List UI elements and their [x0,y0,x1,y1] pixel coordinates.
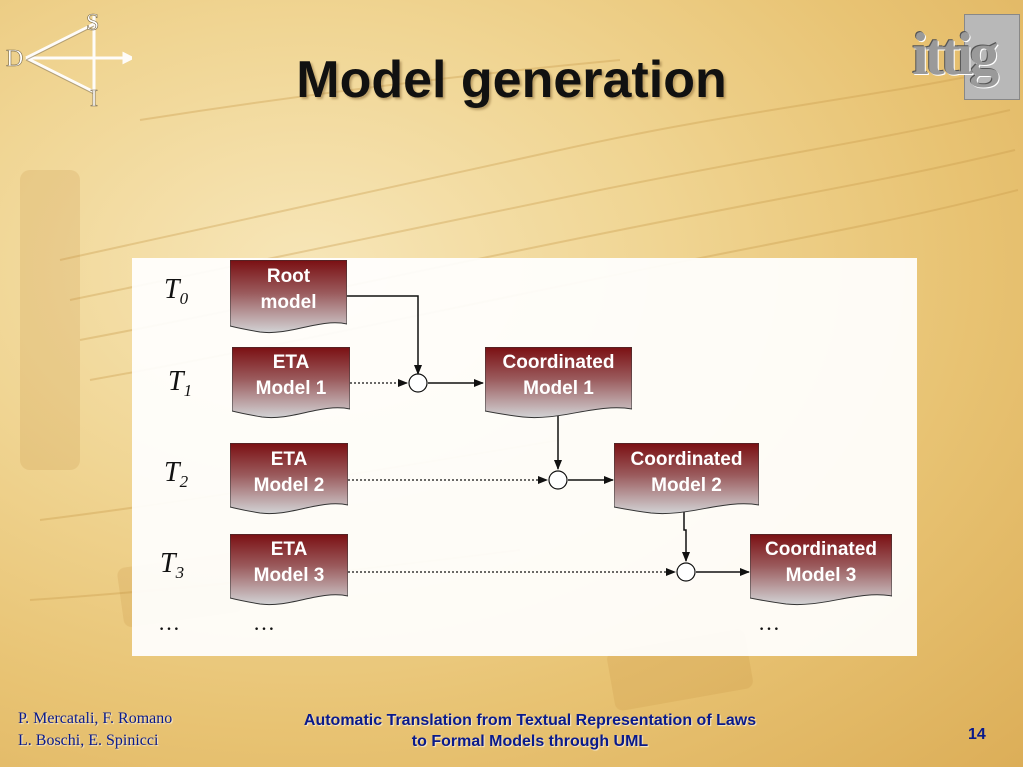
time-label-t2-letter: T [164,457,180,488]
doc-coordinated-model-2: Coordinated Model 2 [614,443,759,515]
doc-shape [614,443,759,515]
ellipsis-eta: … [253,610,275,635]
footer-authors-line2: L. Boschi, E. Spinicci [18,732,159,749]
time-label-t0-sub: 0 [179,289,189,308]
doc-root-line2: model [260,292,317,313]
logo-letter-d: D [6,46,23,72]
doc-eta-model-1: ETA Model 1 [232,347,350,419]
ittig-logo: ittig [912,14,1020,100]
time-label-t2-sub: 2 [179,472,189,491]
doc-eta2-line2: Model 2 [253,475,325,496]
edge-root-to-merge1 [347,295,422,375]
doc-coord3-line2: Model 3 [785,565,857,586]
time-label-t3: T3 [160,548,184,583]
doc-eta3-line2: Model 3 [253,565,325,586]
doc-shape [230,260,347,334]
doc-shape [230,443,348,515]
doc-eta1-line2: Model 1 [255,378,327,399]
doc-shape [232,347,350,419]
footer-subtitle-line2: to Formal Models through UML [411,733,649,750]
doc-coordinated-model-1: Coordinated Model 1 [485,347,632,419]
logo-letter-i: I [90,86,98,110]
doc-coord1-line2: Model 1 [523,378,594,399]
ittig-logo-tile [964,14,1020,100]
ellipsis-coordinated: … [758,610,780,635]
time-label-t1-sub: 1 [183,381,193,400]
merge-node-1 [408,373,428,393]
footer-subtitle-line1: Automatic Translation from Textual Repre… [303,712,757,729]
time-label-t0-letter: T [164,274,180,305]
page-number: 14 [968,726,986,743]
doc-coord2-line2: Model 2 [651,475,722,496]
slide-title: Model generation [296,51,727,109]
merge-node-3 [676,562,696,582]
time-label-t3-sub: 3 [175,563,185,582]
logo-letter-s: S [86,10,99,36]
doc-shape [750,534,892,606]
doc-shape [230,534,348,606]
doc-eta-model-2: ETA Model 2 [230,443,348,515]
edge-coord2-to-merge3 [682,512,690,562]
time-label-t3-letter: T [160,548,176,579]
doc-coord2-line1: Coordinated [630,449,743,470]
doc-coord1-line1: Coordinated [502,352,615,373]
merge-node-2 [548,470,568,490]
footer-authors: P. Mercatali, F. Romano L. Boschi, E. Sp… [18,708,172,752]
footer-authors-line1: P. Mercatali, F. Romano [18,710,173,727]
doc-coordinated-model-3: Coordinated Model 3 [750,534,892,606]
sdi-logo: S D I [4,6,136,112]
doc-shape [485,347,632,419]
doc-coord3-line1: Coordinated [765,539,877,560]
ittig-logo-text: ittig [912,21,999,87]
time-label-t1-letter: T [168,366,184,397]
time-label-t1: T1 [168,366,192,401]
doc-eta2-line1: ETA [270,449,308,470]
time-label-t0: T0 [164,274,188,309]
doc-root-line1: Root [266,266,311,287]
doc-eta1-line1: ETA [272,352,310,373]
ellipsis-time: … [158,610,180,635]
doc-root-model: Root model [230,260,347,334]
footer-subtitle: Automatic Translation from Textual Repre… [260,710,800,752]
doc-eta3-line1: ETA [270,539,308,560]
time-label-t2: T2 [164,457,188,492]
sdi-logo-graphic: S D I [6,10,136,112]
doc-eta-model-3: ETA Model 3 [230,534,348,606]
